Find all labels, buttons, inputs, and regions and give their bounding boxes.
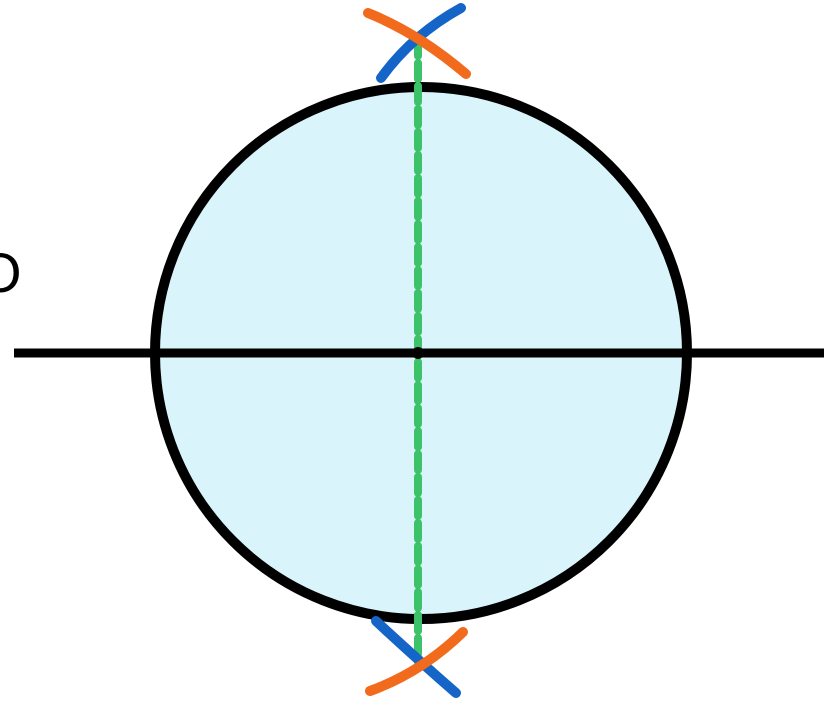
- center-point: [412, 347, 424, 359]
- point-label: O: [0, 241, 22, 304]
